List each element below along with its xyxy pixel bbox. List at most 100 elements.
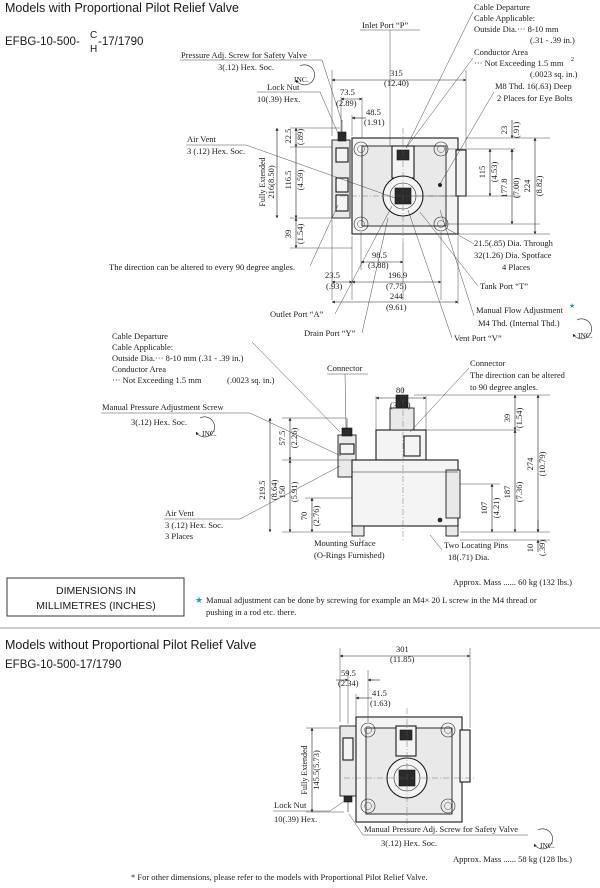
side-main-body	[351, 459, 459, 527]
outlet-port-label: Outlet Port “A”	[270, 205, 393, 319]
dim-116-5-in: (4.59)	[295, 170, 305, 191]
section2-title: Models without Proportional Pilot Relief…	[5, 638, 256, 652]
locating-pins-label: Two Locating Pins 18(.71) Dia.	[429, 534, 508, 562]
drawing-label: Cable Applicable:	[474, 13, 535, 23]
manual-flow-star: ★	[569, 302, 575, 310]
drawing-label: Outside Dia.··· 8-10 mm (.31 - .39 in.)	[112, 353, 244, 363]
section2-model: EFBG-10-500-17/1790	[5, 659, 121, 671]
dim-177-8-in: (7.00)	[511, 178, 521, 199]
drawing-label: M4 Thd. (Internal Thd.)	[478, 318, 560, 328]
dim-244: 244	[390, 291, 404, 301]
dim-115: 115	[477, 166, 487, 178]
model-variant-c: C	[90, 30, 97, 41]
dim-22-5: 22.5	[283, 129, 293, 144]
drawing-label: Cable Applicable:	[112, 342, 173, 352]
drawing-label: Cable Departure	[474, 2, 530, 12]
drawing-label: M8 Thd. 16(.63) Deep	[495, 81, 572, 91]
dim-80-in: (3.15)	[390, 400, 411, 410]
dim-70: 70	[299, 512, 309, 521]
dim-187: 187	[502, 486, 512, 499]
manual-screw-label-bottom: Manual Pressure Adj. Screw for Safety Va…	[348, 813, 555, 850]
drawing-label: Conductor Area	[112, 364, 166, 374]
top-labels: Inlet Port “P” Cable Departure Cable App…	[109, 2, 593, 343]
inc-rotation-icon-4	[533, 828, 553, 850]
dim-196-9-in: (7.75)	[386, 281, 407, 291]
dim-80: 80	[396, 385, 405, 395]
drawing-label: Two Locating Pins	[444, 540, 508, 550]
dim-10: 10	[525, 544, 535, 553]
bottom-plan-view	[339, 708, 476, 830]
drawing-label: Lock Nut	[274, 800, 307, 810]
eye-bolt-label: M8 Thd. 16(.63) Deep 2 Places for Eye Bo…	[439, 81, 573, 185]
drawing-label: (11.85)	[390, 654, 415, 664]
drawing-label: pushing in a rod etc. there.	[206, 607, 296, 617]
direction-note-top: The direction can be altered to every 90…	[109, 204, 339, 272]
dim-315-in: (12.40)	[384, 78, 409, 88]
dim-274: 274	[525, 457, 535, 471]
dim-23-5: 23.5	[325, 270, 340, 280]
drawing-label: (.0023 sq. in.)	[227, 375, 275, 385]
air-vent-label-side: Air Vent 3 (.12) Hex. Soc. 3 Places	[164, 465, 341, 541]
drawing-label: Connector	[327, 363, 363, 373]
drawing-label: Lock Nut	[267, 82, 300, 92]
dim-98-5-in: (3.88)	[368, 260, 389, 270]
drain-port-label: Drain Port “Y”	[304, 217, 389, 338]
dim-23-5-in: (.93)	[326, 281, 342, 291]
drawing-label: 41.5	[372, 688, 387, 698]
drawing-label: MILLIMETRES (INCHES)	[36, 600, 156, 612]
drawing-label: 3 Places	[165, 531, 193, 541]
vent-port-label: Vent Port “V”	[407, 209, 502, 343]
drawing-label: (O-Rings Furnished)	[314, 550, 385, 560]
dim-57-5: 57.5	[277, 431, 287, 446]
drawing-label: INC.	[202, 429, 217, 438]
dim-219-5-in: (8.64)	[269, 480, 279, 501]
bottom-dimensions: 301 (11.85) 59.5 (2.34) 41.5 (1.63) Full…	[300, 644, 471, 813]
side-block	[455, 149, 467, 197]
note-star: ★	[195, 595, 203, 605]
drawing-label: 3 (.12) Hex. Soc.	[165, 520, 223, 530]
drawing-label: to 90 degree angles.	[470, 382, 538, 392]
dim-244-in: (9.61)	[386, 302, 407, 312]
dim-219-5: 219.5	[257, 480, 267, 499]
dim-73-5: 73.5	[340, 87, 355, 97]
drawing-label: 301	[396, 644, 409, 654]
drawing-label: 3(.12) Hex. Soc.	[218, 62, 274, 72]
cable-departure-top: Cable Departure Cable Applicable: Outsid…	[405, 2, 578, 149]
drawing-label: Cable Departure	[112, 331, 168, 341]
dim-39-in: (1.54)	[295, 224, 305, 245]
inc-rotation-icon	[295, 64, 315, 86]
drawing-label: Vent Port “V”	[454, 333, 502, 343]
drawing-label: Manual Pressure Adjustment Screw	[102, 402, 224, 412]
mounting-surface-label: Mounting Surface (O-Rings Furnished)	[314, 538, 385, 560]
drawing-label: The direction can be altered to every 90…	[109, 262, 295, 272]
connector-label-left: Connector	[327, 363, 368, 429]
drawing-label: Pressure Adj. Screw for Safety Valve	[181, 50, 307, 60]
model-variant-h: H	[90, 44, 97, 55]
drawing-label: Mounting Surface	[314, 538, 376, 548]
dim-48-5: 48.5	[366, 107, 381, 117]
dim-23-in: (.91)	[511, 122, 521, 138]
drawing-label: 4 Places	[502, 262, 530, 272]
dim-116-5: 116.5	[283, 171, 293, 190]
dim-39-side-in: (1.54)	[514, 408, 524, 429]
drawing-label: Fully Extended	[300, 745, 309, 794]
dim-107-in: (4.21)	[491, 498, 501, 519]
dim-315: 315	[390, 68, 403, 78]
dim-57-5-in: (2.26)	[289, 428, 299, 449]
drawing-label: 10(.39) Hex.	[274, 814, 317, 824]
manual-flow-label: Manual Flow Adjustment ★ M4 Thd. (Intern…	[439, 209, 593, 340]
drawing-label: Outlet Port “A”	[270, 309, 324, 319]
dim-22-5-in: (.89)	[295, 129, 305, 145]
lock-nut-label: Lock Nut 10(.39) Hex.	[257, 82, 341, 139]
tank-port-label: Tank Port “T”	[419, 211, 528, 291]
drawing-label: ··· Not Exceeding 1.5 mm	[112, 375, 202, 385]
dim-150: 150	[277, 486, 287, 499]
drawing-label: (1.63)	[370, 698, 391, 708]
drawing-label: Drain Port “Y”	[304, 328, 356, 338]
dim-48-5-in: (1.91)	[364, 117, 385, 127]
drawing-label: ··· Not Exceeding 1.5 mm	[474, 58, 564, 68]
drawing-label: Tank Port “T”	[480, 281, 528, 291]
dim-150-in: (5.91)	[289, 482, 299, 503]
drawing-label: 2	[571, 57, 574, 63]
